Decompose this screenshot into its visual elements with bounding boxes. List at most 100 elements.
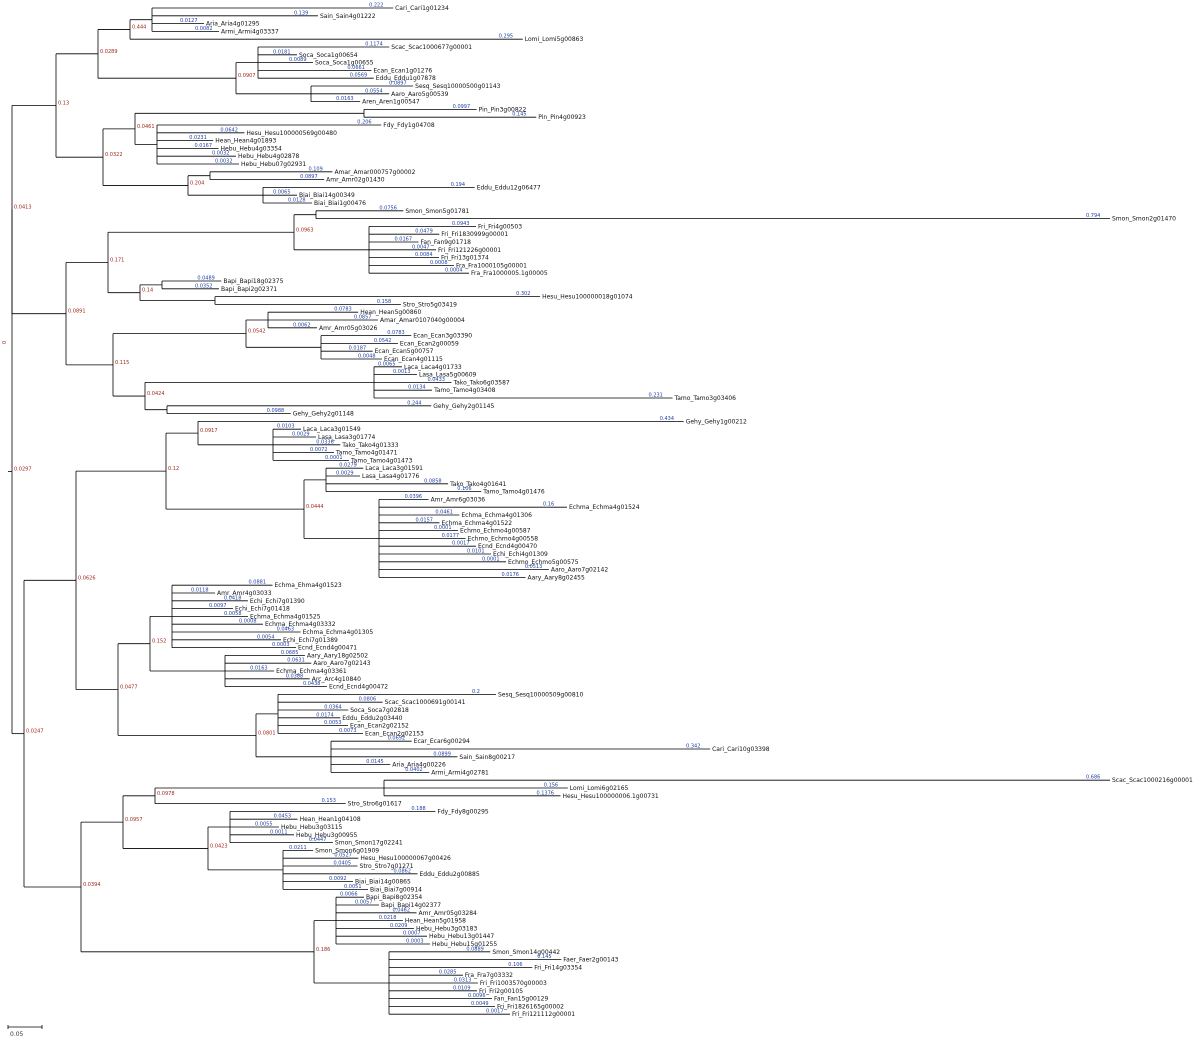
leaf-label: Echma_Echma4g01306 — [461, 512, 532, 519]
leaf-label: Fdy_Fdy1g04708 — [383, 122, 435, 129]
leaf-branch-length: 0.0053 — [324, 720, 342, 726]
leaf-branch-length: 0.0211 — [289, 845, 307, 851]
leaf-branch-length: 0.342 — [686, 744, 700, 750]
leaf-label: Lasa_Lasa4g01776 — [362, 473, 420, 480]
leaf-branch-length: 0.0118 — [191, 588, 209, 594]
leaf-branch-length: 0.0513 — [525, 564, 543, 570]
leaf-label: Aria_Aria4g00226 — [392, 762, 446, 769]
leaf-label: Pin_Pin4g00923 — [538, 114, 586, 121]
leaf-label: Echi_Echi7g01389 — [283, 637, 338, 644]
leaf-label: Fan_Fan15g00129 — [494, 996, 548, 1003]
leaf-branch-length: 0.295 — [499, 34, 513, 40]
leaf-label: Soca_Soca1g00654 — [299, 52, 358, 59]
leaf-branch-length: 0.0177 — [442, 533, 460, 539]
leaf-label: Fan_Fan9g01718 — [421, 239, 472, 246]
leaf-label: Smon_Smon6g01909 — [315, 847, 379, 854]
leaf-label: Fra_Fra7g03332 — [465, 972, 513, 979]
leaf-branch-length: 0.0783 — [387, 330, 405, 336]
leaf-label: Hean_Hean1g04108 — [300, 816, 361, 823]
leaf-branch-length: 0.0396 — [405, 494, 423, 500]
leaf-label: Sesq_Sesq10000500g01143 — [415, 83, 500, 90]
leaf-label: Echma_Echma4g03332 — [265, 621, 336, 628]
leaf-branch-length: 0.434 — [660, 416, 674, 422]
internal-support-label: 0.0423 — [210, 843, 228, 849]
internal-support-label: 0.0477 — [120, 685, 138, 691]
leaf-branch-length: 0.0101 — [467, 549, 485, 555]
leaf-branch-length: 0.0001 — [434, 525, 452, 531]
leaf-label: Echma_Echma4g01525 — [250, 613, 321, 620]
leaf-label: Echmo_Echmo4g00558 — [468, 535, 539, 542]
leaf-label: Ecan_Ecan4g01115 — [384, 356, 443, 363]
leaf-label: Amar_Amar0107040g00004 — [380, 317, 465, 324]
internal-support-label: 0.152 — [152, 639, 166, 645]
leaf-branch-length: 0.1376 — [536, 790, 554, 796]
internal-support-label: 0.0322 — [105, 152, 123, 158]
leaf-branch-length: 0.0857 — [354, 315, 372, 321]
leaf-branch-length: 0.0881 — [249, 580, 267, 586]
scale-bar: 0.05 — [7, 1025, 43, 1038]
leaf-label: Aaro_Aaro7g02142 — [551, 567, 608, 574]
leaf-branch-length: 0.0402 — [405, 767, 423, 773]
leaf-branch-length: 0.0642 — [220, 127, 238, 133]
leaf-label: Smon_Smon14g00442 — [492, 949, 560, 956]
leaf-branch-length: 0.0997 — [453, 104, 471, 110]
leaf-label: Stro_Stro6g01617 — [348, 801, 402, 808]
internal-support-label: 0.14 — [142, 288, 153, 294]
leaf-branch-length: 0.0554 — [365, 88, 383, 94]
leaf-branch-length: 0.0007 — [403, 931, 421, 937]
leaf-branch-length: 0.0163 — [336, 96, 354, 102]
leaf-label: Ecnd_Ecnd4g00470 — [478, 543, 537, 550]
leaf-label: Echi_Echi4g01309 — [493, 551, 548, 558]
leaf-branch-length: 0.0569 — [350, 73, 368, 79]
leaf-label: Armi_Armi4g02781 — [431, 769, 489, 776]
leaf-branch-length: 0.0017 — [452, 541, 470, 547]
leaf-branch-length: 0.0011 — [270, 829, 288, 835]
leaf-label: Fri_Fri1826165g00002 — [497, 1003, 564, 1010]
leaf-label: Biai_Biai14g00865 — [355, 879, 411, 886]
leaf-branch-length: 0.0489 — [197, 276, 215, 282]
internal-support-label: 0.0626 — [78, 575, 96, 581]
leaf-branch-length: 0.206 — [357, 120, 371, 126]
leaf-branch-length: 0.0174 — [316, 712, 334, 718]
leaf-branch-length: 0.16 — [543, 502, 554, 508]
leaf-label: Aary_Aary8g02455 — [527, 574, 584, 581]
leaf-branch-length: 0.0127 — [180, 18, 198, 24]
leaf-label: Hebu_Hebu15g01255 — [432, 941, 497, 948]
leaf-branch-length: 0.0072 — [310, 447, 328, 453]
leaf-label: Hebu_Hebu4g02878 — [238, 153, 300, 160]
leaf-branch-length: 0.156 — [544, 783, 558, 789]
leaf-branch-length: 0.0003 — [406, 939, 424, 945]
leaf-label: Echi_Echi7g01390 — [250, 598, 305, 605]
leaf-label: Tamo_Tamo4g01471 — [335, 450, 398, 457]
leaf-branch-length: 0.0047 — [412, 244, 430, 250]
leaf-branch-length: 0.0013 — [393, 369, 411, 375]
leaf-label: Ecan_Ecan2g02152 — [350, 723, 409, 730]
leaf-label: Lasa_Lasa5g00609 — [419, 372, 477, 379]
leaf-branch-length: 0.0066 — [340, 892, 358, 898]
leaf-label: Fri_Fri1003570g00003 — [480, 980, 547, 987]
leaf-branch-length: 0.0438 — [303, 681, 321, 687]
leaf-label: Fri_Fri14g03354 — [534, 964, 582, 971]
leaf-label: Sain_Sain8g00217 — [459, 754, 515, 761]
leaf-branch-length: 0.0181 — [273, 49, 291, 55]
leaf-label: Stro_Stro7g01271 — [360, 863, 414, 870]
leaf-label: Tamo_Tamo4g03408 — [433, 387, 496, 394]
leaf-label: Smon_Smon2g01470 — [1112, 216, 1176, 223]
leaf-branch-length: 0.0089 — [289, 57, 307, 63]
leaf-branch-length: 0.0084 — [415, 252, 433, 258]
internal-support-label: 0.0542 — [248, 329, 266, 335]
leaf-label: Gehy_Gehy2g01148 — [293, 411, 354, 418]
leaf-branch-length: 0.0447 — [309, 837, 327, 843]
leaf-branch-length: 0.0209 — [390, 923, 408, 929]
leaf-label: Fra_Fra1000105g00001 — [456, 262, 527, 269]
leaf-branch-length: 0.0109 — [453, 985, 471, 991]
leaf-branch-length: 0.0783 — [334, 307, 352, 313]
leaf-label: Fra_Fra1000005.1g00005 — [471, 270, 548, 277]
internal-support-label: 0.0907 — [238, 73, 256, 79]
leaf-branch-length: 0.158 — [377, 299, 391, 305]
leaf-branch-length: 0.0032 — [215, 159, 233, 165]
leaf-label: Soca_Soca7g02818 — [350, 707, 409, 714]
leaf-branch-length: 0.0073 — [339, 728, 357, 734]
leaf-branch-length: 0.0167 — [195, 143, 213, 149]
